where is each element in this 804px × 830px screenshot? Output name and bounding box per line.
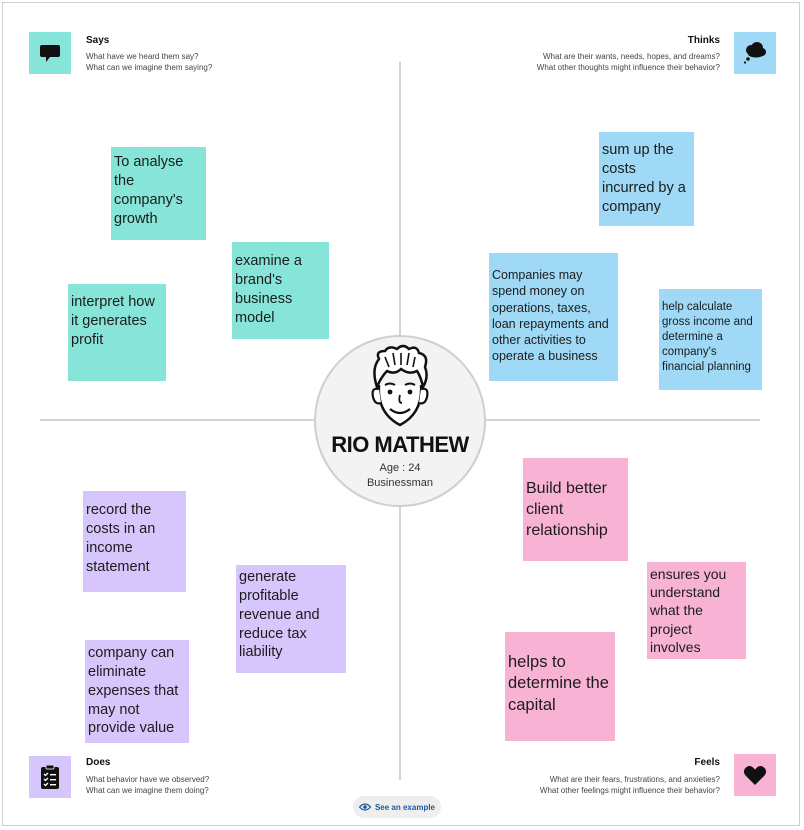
sticky-note-says-3[interactable]: interpret how it generates profit bbox=[68, 284, 166, 381]
feels-title: Feels bbox=[694, 757, 720, 768]
thought-cloud-icon bbox=[734, 32, 776, 74]
thinks-subtitle-2: What other thoughts might influence thei… bbox=[536, 63, 720, 72]
feels-subtitle-1: What are their fears, frustrations, and … bbox=[549, 775, 720, 784]
sticky-note-thinks-2[interactable]: Companies may spend money on operations,… bbox=[489, 253, 618, 381]
sticky-note-feels-1[interactable]: Build better client relationship bbox=[523, 458, 628, 561]
sticky-note-thinks-1[interactable]: sum up the costs incurred by a company bbox=[599, 132, 694, 226]
says-title: Says bbox=[86, 35, 110, 46]
sticky-note-feels-2[interactable]: ensures you understand what the project … bbox=[647, 562, 746, 659]
clipboard-icon bbox=[29, 756, 71, 798]
see-example-label: See an example bbox=[374, 802, 436, 812]
sticky-note-says-1[interactable]: To analyse the company's growth bbox=[111, 147, 206, 240]
speech-bubble-icon bbox=[29, 32, 71, 74]
persona-occupation: Businessman bbox=[366, 477, 434, 489]
sticky-note-does-3[interactable]: company can eliminate expenses that may … bbox=[85, 640, 189, 743]
does-title: Does bbox=[86, 757, 111, 768]
sticky-note-thinks-3[interactable]: help calculate gross income and determin… bbox=[659, 289, 762, 390]
thinks-title: Thinks bbox=[687, 35, 720, 46]
sticky-note-feels-3[interactable]: helps to determine the capital bbox=[505, 632, 615, 741]
persona-name: RIO MATHEW bbox=[331, 432, 469, 457]
avatar-face-icon bbox=[365, 343, 435, 431]
says-subtitle-1: What have we heard them say? bbox=[86, 52, 199, 61]
thinks-subtitle-1: What are their wants, needs, hopes, and … bbox=[543, 52, 720, 61]
see-example-button[interactable]: See an example bbox=[353, 796, 441, 818]
does-subtitle-1: What behavior have we observed? bbox=[86, 775, 210, 784]
sticky-note-does-1[interactable]: record the costs in an income statement bbox=[83, 491, 186, 592]
heart-icon bbox=[734, 754, 776, 796]
does-subtitle-2: What can we imagine them doing? bbox=[86, 786, 209, 795]
says-subtitle-2: What can we imagine them saying? bbox=[86, 63, 213, 72]
persona-age: Age : 24 bbox=[379, 462, 421, 474]
sticky-note-does-2[interactable]: generate profitable revenue and reduce t… bbox=[236, 565, 346, 673]
sticky-note-says-2[interactable]: examine a brand's business model bbox=[232, 242, 329, 339]
eye-icon bbox=[358, 803, 371, 811]
feels-subtitle-2: What other feelings might influence thei… bbox=[539, 786, 720, 795]
